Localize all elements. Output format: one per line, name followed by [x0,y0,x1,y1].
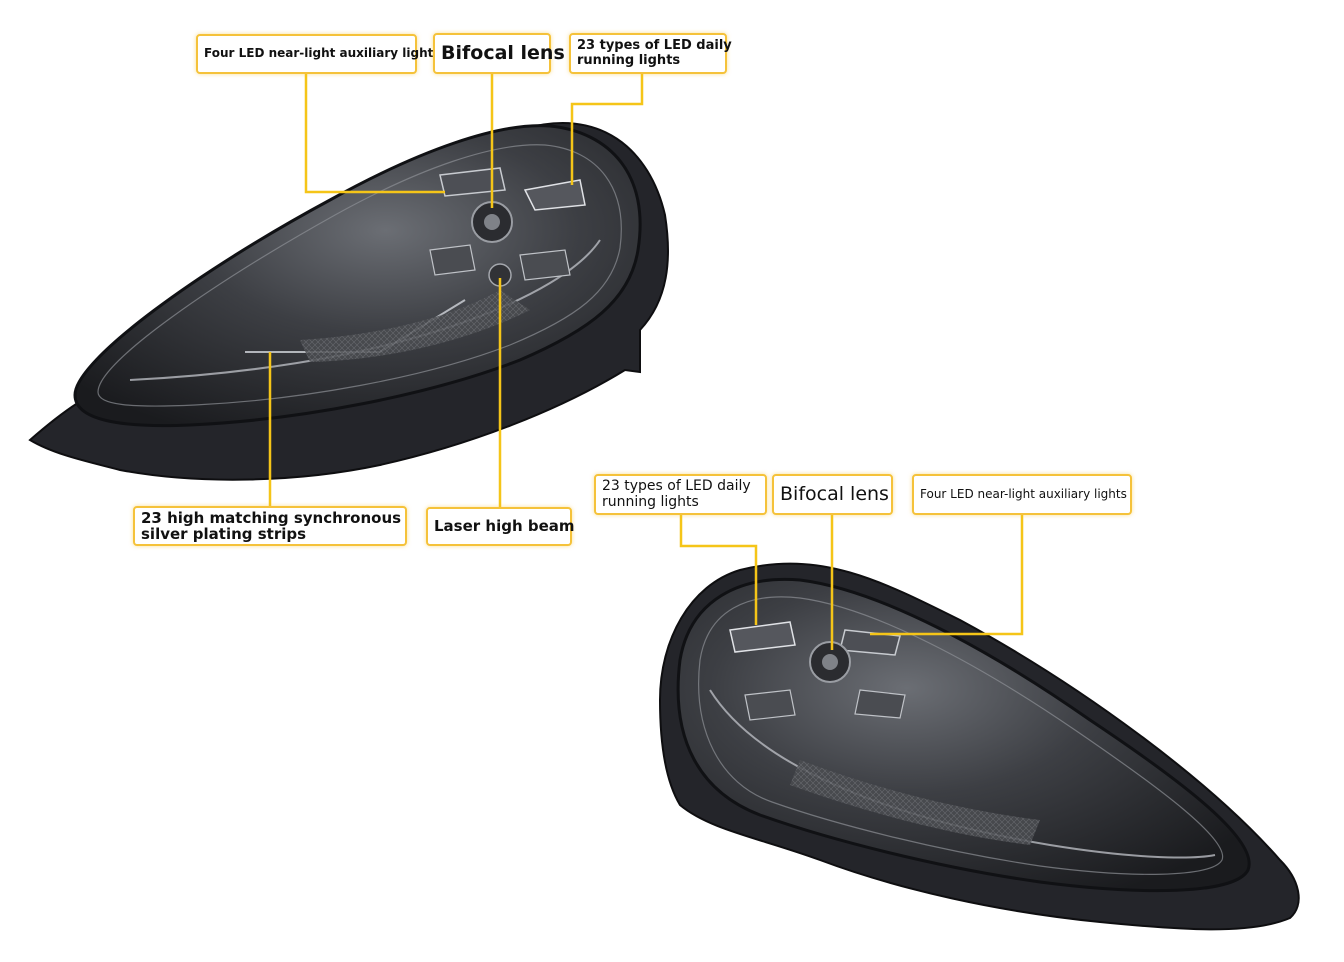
callout-top-four-led-text: Four LED near-light auxiliary lights [204,46,441,61]
callout-top-laser-text: Laser high beam [434,517,575,536]
headlight-bottom-mesh [790,760,1040,845]
leader-lines-bottom [679,514,1024,650]
callout-bottom-bifocal: Bifocal lens [772,474,893,515]
leader-lines-top [268,72,644,508]
callout-top-laser: Laser high beam [426,507,575,546]
callout-bottom-drl-text-2: running lights [602,493,699,510]
headlight-top-modules [429,167,586,287]
callout-bottom-four-led-text: Four LED near-light auxiliary lights [920,486,1127,501]
callout-top-four-led: Four LED near-light auxiliary lights [196,34,441,74]
headlight-top-mesh [300,290,530,362]
headlight-bottom-modules [729,621,906,721]
leader-top-four-led [304,72,445,194]
headlight-top-inner-lens [97,144,622,407]
callout-top-drl: 23 types of LED daily running lights [569,33,732,74]
callout-bottom-bifocal-text: Bifocal lens [780,483,889,506]
callout-top-drl-text-2: running lights [577,52,681,68]
leader-bottom-four-led [870,514,1024,636]
callout-bottom-drl: 23 types of LED daily running lights [594,474,767,515]
callout-bottom-drl-text-1: 23 types of LED daily [602,478,751,495]
headlight-bottom [658,562,1300,931]
callout-top-strips-text-1: 23 high matching synchronous [141,508,402,527]
callout-top-strips-text-2: silver plating strips [141,525,307,543]
leader-top-drl [570,72,644,185]
headlight-bottom-inner-lens [698,596,1224,875]
callout-top-strips: 23 high matching synchronous silver plat… [133,506,407,546]
leader-bottom-drl [679,514,758,625]
callout-top-bifocal-text: Bifocal lens [441,42,565,65]
callout-bottom-four-led: Four LED near-light auxiliary lights [912,474,1132,515]
callout-top-drl-text-1: 23 types of LED daily [577,38,732,54]
callout-top-bifocal: Bifocal lens [433,33,565,74]
